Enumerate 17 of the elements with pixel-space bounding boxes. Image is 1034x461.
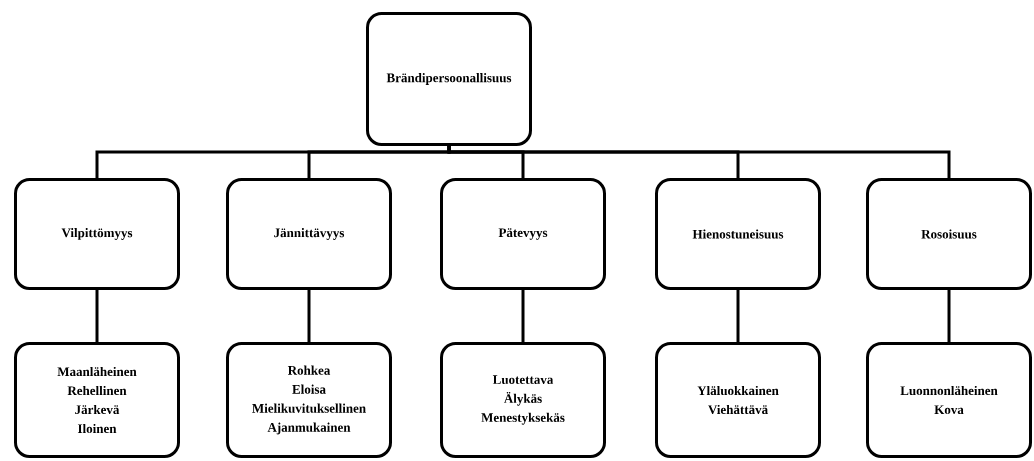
trait-box: Luotettava Älykäs Menestyksekäs (440, 342, 606, 458)
connector-line (947, 290, 951, 342)
category-box: Pätevyys (440, 178, 606, 290)
trait-box: Rohkea Eloisa Mielikuvituksellinen Ajanmukainen (226, 342, 392, 458)
root-box: Brändipersoonallisuus (366, 12, 532, 146)
category-box: Jännittävyys (226, 178, 392, 290)
category-box: Vilpittömyys (14, 178, 180, 290)
connector-line (447, 146, 951, 178)
category-box: Hienostuneisuus (655, 178, 821, 290)
connector-line (736, 290, 740, 342)
trait-box: Yläluokkainen Viehättävä (655, 342, 821, 458)
connector-line (307, 290, 311, 342)
category-box: Rosoisuus (866, 178, 1032, 290)
connector-line (521, 290, 525, 342)
connector-line (95, 290, 99, 342)
trait-box: Luonnonläheinen Kova (866, 342, 1032, 458)
trait-box: Maanläheinen Rehellinen Järkevä Iloinen (14, 342, 180, 458)
